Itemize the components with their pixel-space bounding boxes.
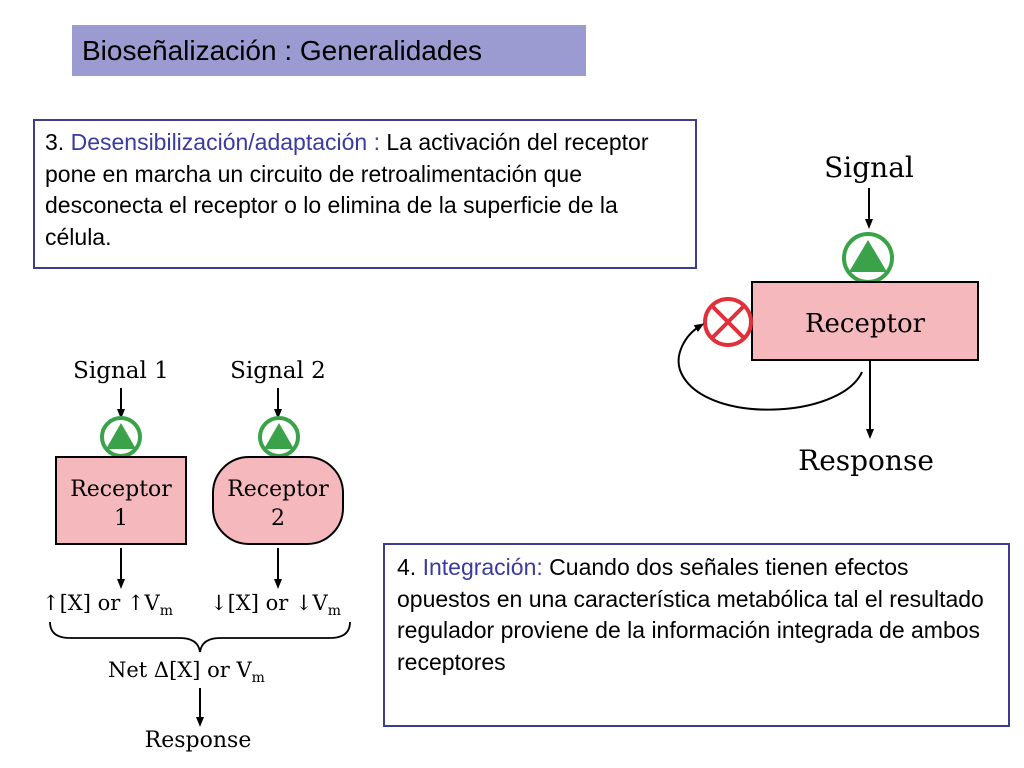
green-triangle-circle-icon — [258, 416, 300, 458]
integ-text: Cuando dos señales tienen efectos opuest… — [397, 554, 984, 675]
feedback-loop-arrow — [677, 323, 863, 411]
desens-term: Desensibilización/adaptación : — [70, 129, 380, 155]
integ-number: 4. — [397, 554, 417, 580]
integ-response-label: Response — [145, 728, 252, 753]
signal2-label: Signal 2 — [230, 358, 326, 384]
receptor2-label-line1: Receptor — [227, 477, 329, 502]
integration-diagram: Signal 1 Signal 2 Receptor 1 Receptor 2 … — [42, 358, 351, 753]
desens-receptor-label: Receptor — [805, 309, 926, 339]
effect1-label: ↑[X] or ↑Vm — [42, 591, 173, 619]
signal1-label: Signal 1 — [73, 358, 169, 384]
net-label: Net Δ[X] or Vm — [108, 658, 265, 686]
integration-textbox: 4. Integración: Cuando dos señales tiene… — [383, 543, 1010, 727]
effect2-label: ↓[X] or ↓Vm — [210, 591, 341, 619]
desens-response-label: Response — [798, 444, 934, 477]
integ-term: Integración: — [422, 554, 543, 580]
desens-signal-label: Signal — [824, 151, 914, 184]
desens-text: La activación del receptor pone en march… — [45, 129, 649, 250]
receptor2-box — [212, 456, 344, 545]
integration-brace — [49, 621, 351, 653]
receptor1-box — [55, 456, 187, 545]
desens-receptor-box — [751, 281, 979, 361]
desensitization-textbox: 3. Desensibilización/adaptación : La act… — [33, 119, 697, 269]
receptor1-label-line2: 1 — [114, 506, 128, 531]
desensitization-diagram: Signal Receptor Response — [677, 151, 979, 477]
green-triangle-circle-icon — [842, 232, 894, 284]
red-x-circle-icon — [703, 297, 753, 347]
green-triangle-circle-icon — [100, 416, 142, 458]
receptor2-label-line2: 2 — [271, 506, 285, 531]
slide-title: Bioseñalización : Generalidades — [72, 25, 586, 76]
desens-end: . — [105, 223, 112, 250]
desens-number: 3. — [45, 129, 65, 155]
receptor1-label-line1: Receptor — [70, 477, 172, 502]
